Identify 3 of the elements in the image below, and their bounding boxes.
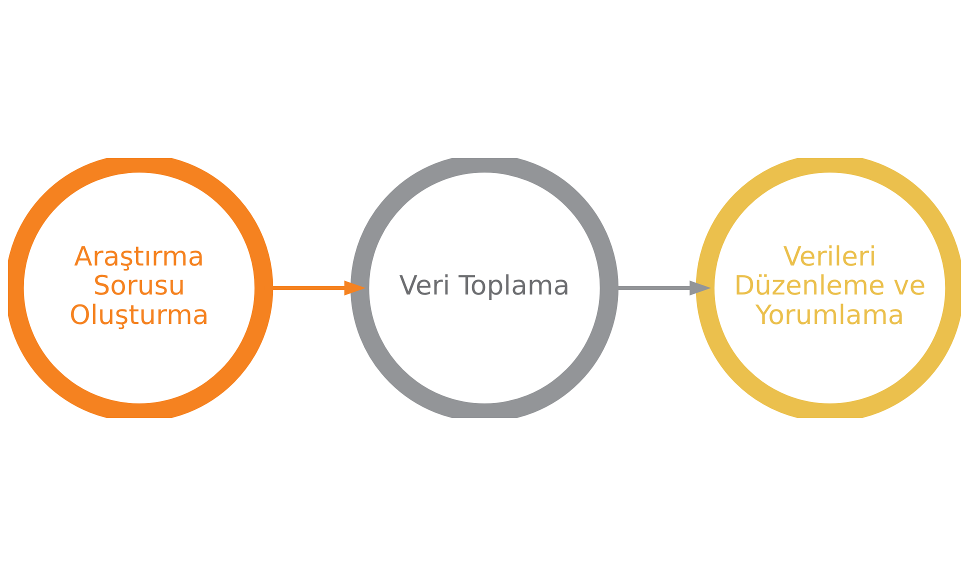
node-circle: Verileri Düzenleme ve Yorumlama: [696, 158, 961, 418]
node-circle: Veri Toplama: [350, 158, 618, 418]
node-circle: Araştırma Sorusu Oluşturma: [8, 158, 274, 418]
